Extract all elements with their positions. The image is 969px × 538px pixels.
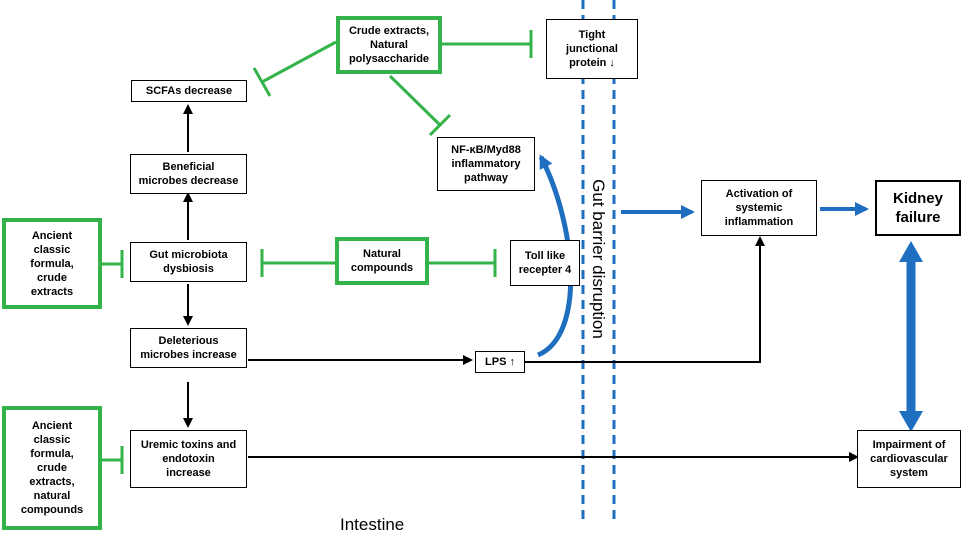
node-gut-microbiota-dysbiosis: Gut microbiota dysbiosis [130,242,247,282]
inhibit-crude-to-scfas [261,40,337,84]
inhibit-crude-to-nfkb [388,74,442,127]
inhibit-crude-to-scfas-bar [252,67,272,97]
label-intestine: Intestine [340,515,405,534]
arrow-lps-to-activation [525,236,765,363]
node-tight-junction: Tight junctional protein ↓ [546,19,638,79]
node-cardiovascular-impairment: Impairment of cardiovascular system [857,430,961,488]
node-crude-extracts-top: Crude extracts, Natural polysaccharide [336,16,442,74]
arrowhead-cardio-down [899,411,923,432]
node-nfkb-pathway: NF-κB/Myd88 inflammatory pathway [437,137,535,191]
node-activation-systemic-inflammation: Activation of systemic inflammation [701,180,817,236]
node-lps: LPS ↑ [475,351,525,373]
node-scfas-decrease: SCFAs decrease [131,80,247,102]
node-kidney-failure: Kidney failure [875,180,961,236]
node-toll-like-receptor-4: Toll like recepter 4 [510,240,580,286]
node-uremic-toxins: Uremic toxins and endotoxin increase [130,430,247,488]
inhibition-lines [102,30,533,474]
label-gut-barrier-disruption: Gut barrier disruption [589,179,608,339]
node-ancient-formula-bottom: Ancient classic formula, crude extracts,… [2,406,102,530]
arrowhead-kidney-up [899,241,923,262]
inhibit-crude-to-nfkb-bar [428,113,452,137]
node-ancient-formula-top: Ancient classic formula, crude extracts [2,218,102,309]
black-arrows [183,104,859,462]
node-natural-compounds: Natural compounds [335,237,429,285]
node-beneficial-microbes: Beneficial microbes decrease [130,154,247,194]
node-deleterious-microbes: Deleterious microbes increase [130,328,247,368]
